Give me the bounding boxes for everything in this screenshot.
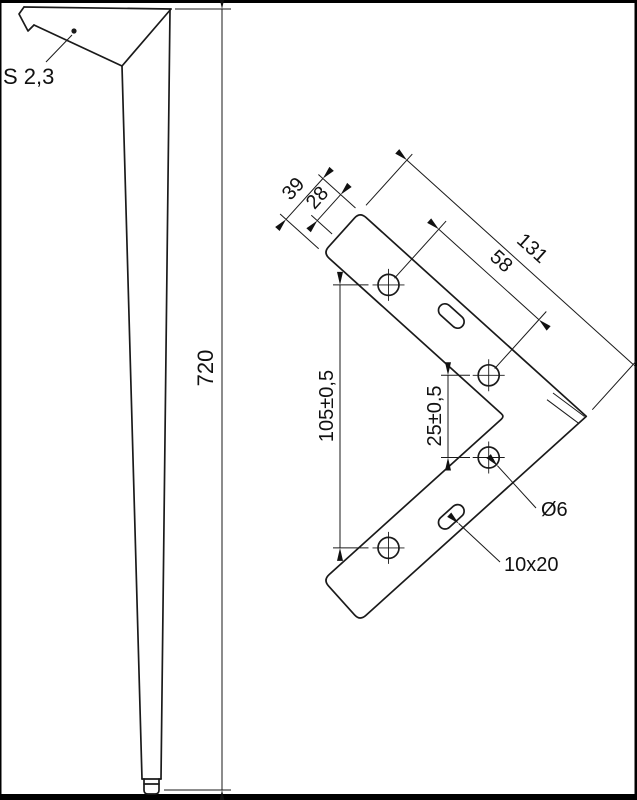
- bracket-outline: [325, 213, 588, 619]
- leg-top-plate-edge: [23, 6, 172, 10]
- leg-left-edge: [121, 65, 143, 780]
- bracket-hole-span-label: 105±0,5: [316, 370, 338, 442]
- bracket-corner-hole-spacing-label: 25±0,5: [424, 385, 446, 446]
- leg-outline: [18, 6, 172, 795]
- leg-gusset-edge: [121, 8, 172, 67]
- leg-thickness-label: S 2,3: [3, 64, 54, 89]
- leg-plate-underside: [33, 24, 123, 67]
- bracket-vertical-span-dimension: [333, 271, 369, 561]
- bracket-hole-spacing-label: 58: [485, 246, 516, 277]
- slot-size-label: 10x20: [504, 554, 559, 576]
- leg-plate-hook: [18, 6, 35, 32]
- slot-size-leader: [447, 512, 501, 563]
- leg-thickness-callout: [45, 34, 73, 63]
- hole-diameter-leader: [486, 454, 537, 509]
- leg-view: 720 S 2,3: [3, 0, 231, 800]
- bracket-corner-hole-dimension: [441, 362, 470, 471]
- hole-diameter-label: Ø6: [541, 499, 568, 521]
- bracket-bend-marks: [546, 392, 585, 424]
- leg-height-dimension: [164, 0, 231, 800]
- slot-upper: [437, 302, 465, 330]
- thickness-reference-dot: [71, 28, 77, 34]
- bracket-width-dimensions: [275, 166, 356, 250]
- bracket-length-dimensions: [365, 149, 637, 411]
- bracket-view: 39 28 58 131 105±0,5 25±0,5: [275, 149, 637, 619]
- leg-height-label: 720: [193, 350, 218, 387]
- bracket-arm-length-label: 131: [512, 229, 552, 268]
- leg-right-edge: [160, 9, 171, 780]
- leg-foot: [143, 778, 160, 795]
